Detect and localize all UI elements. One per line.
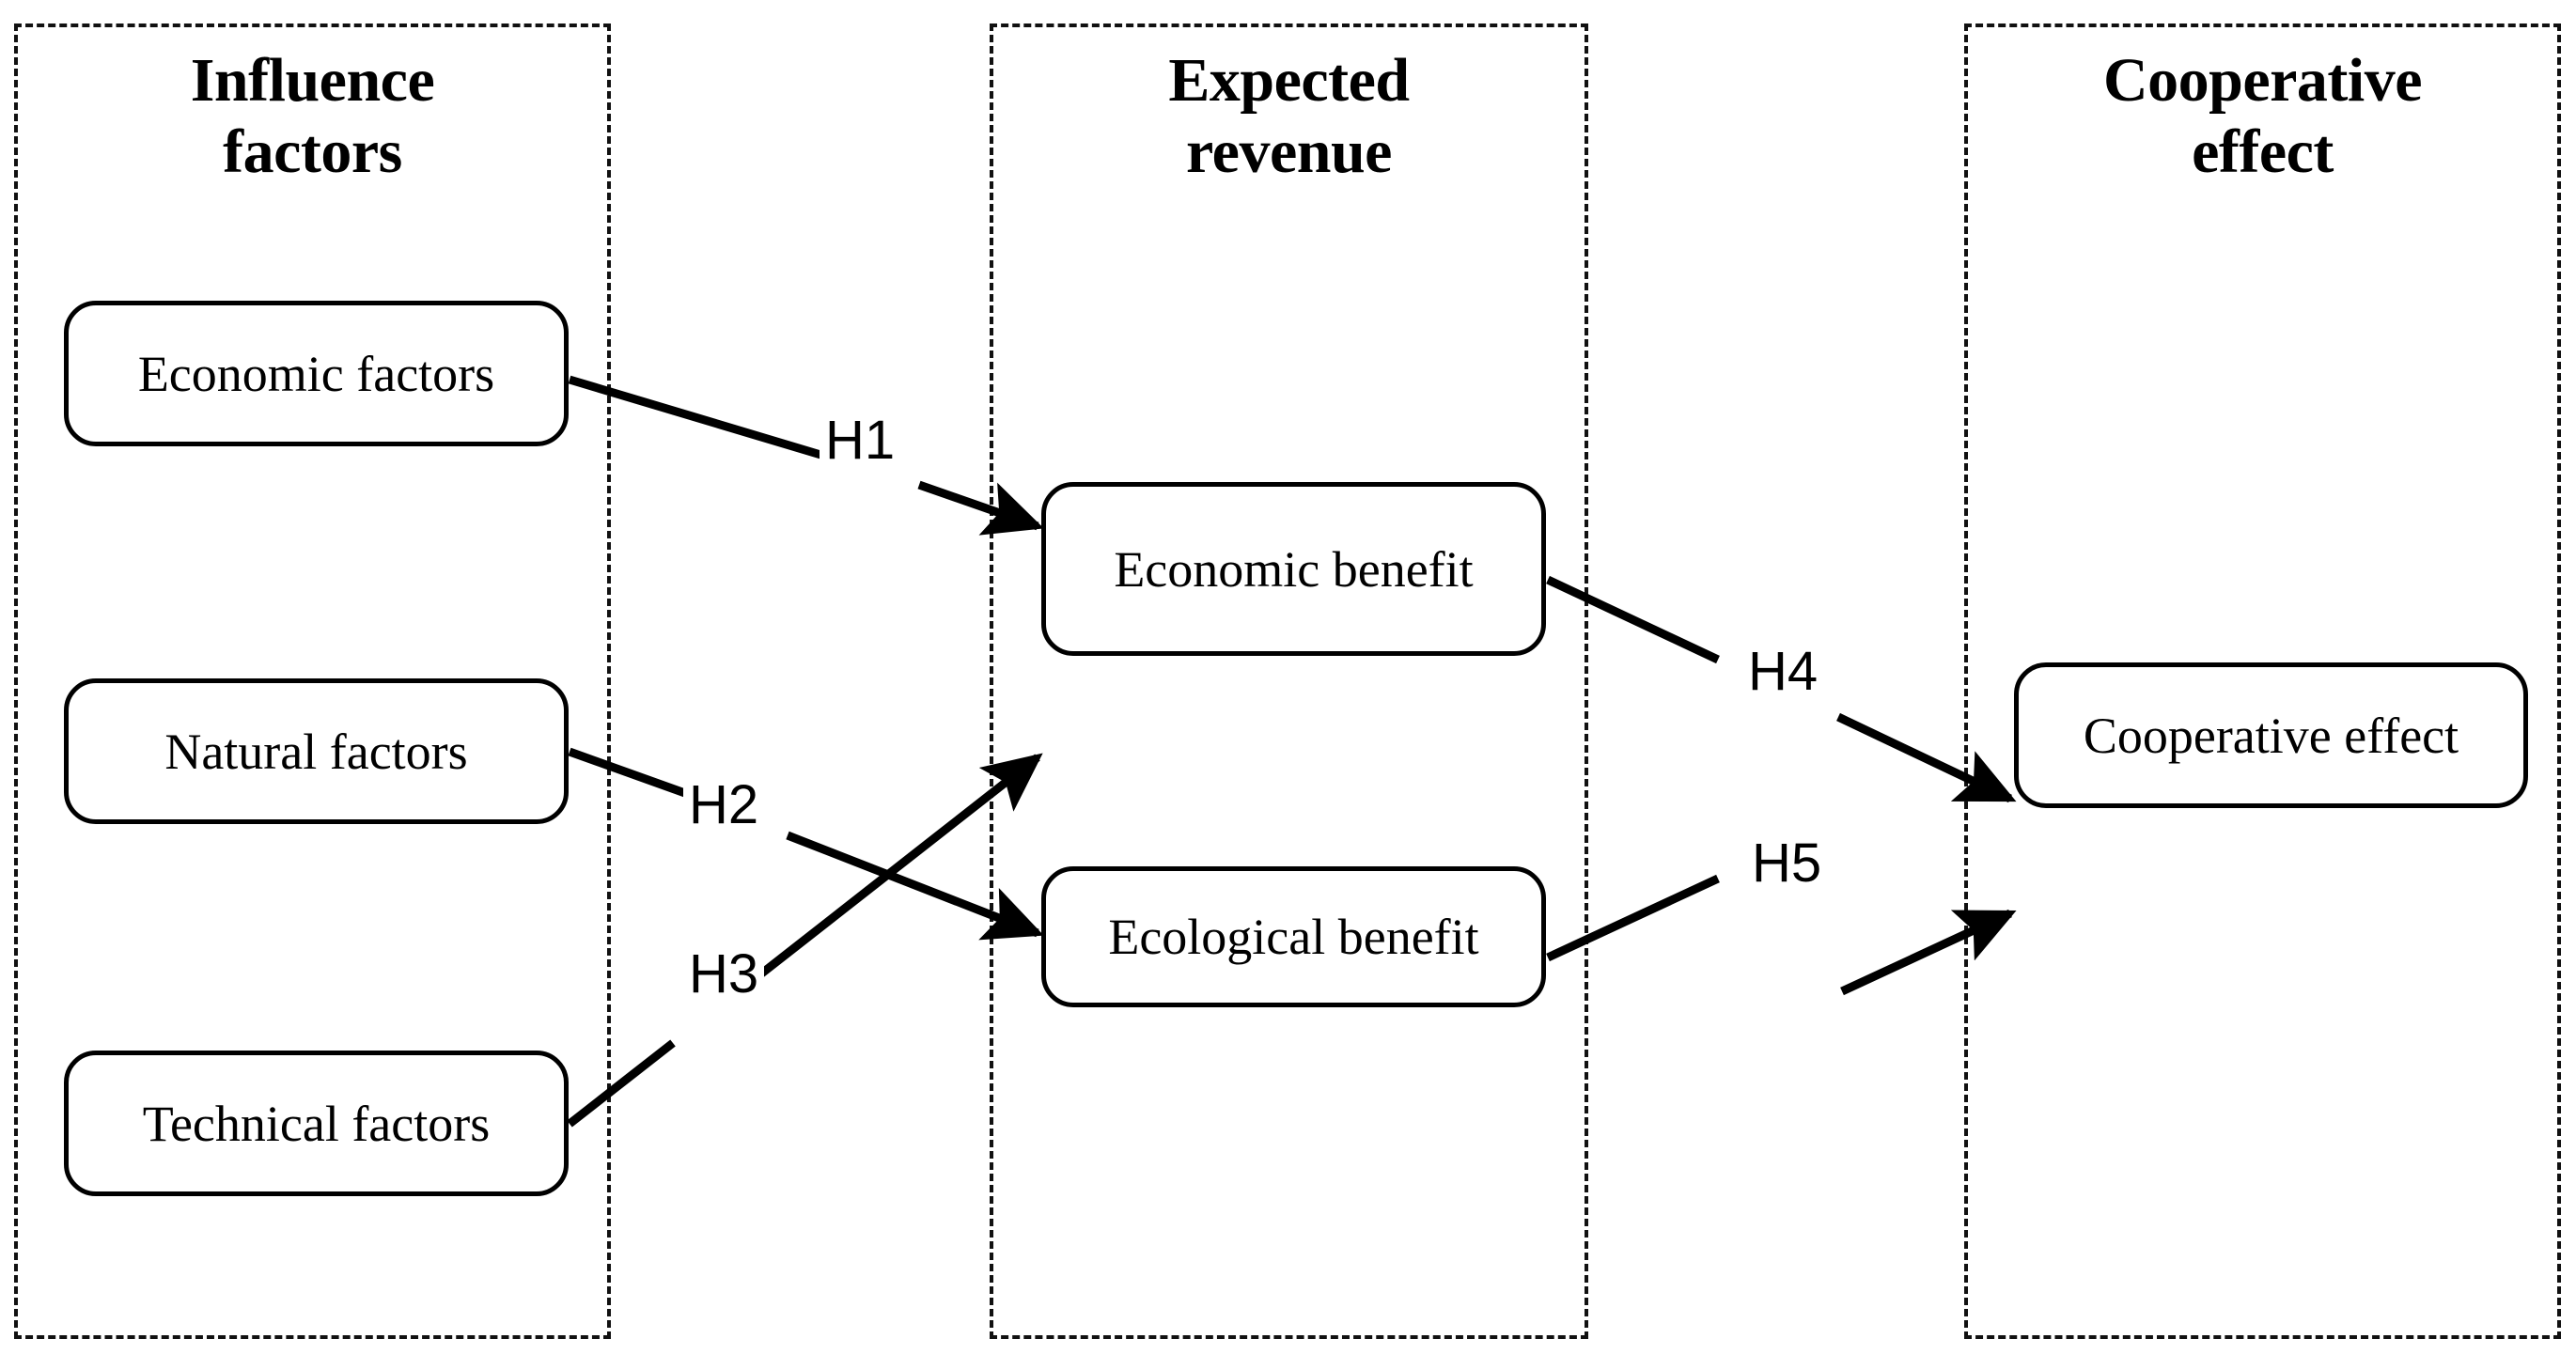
node-economic-benefit[interactable]: Economic benefit <box>1041 482 1546 656</box>
node-economic-factors[interactable]: Economic factors <box>64 301 569 446</box>
node-ecological-benefit[interactable]: Ecological benefit <box>1041 866 1546 1007</box>
panel-title-influence-factors: Influence factors <box>190 46 435 186</box>
edge-label-h5: H5 <box>1746 836 1828 891</box>
node-technical-factors[interactable]: Technical factors <box>64 1051 569 1196</box>
edge-h4 <box>1546 575 2017 803</box>
edge-label-h1: H1 <box>820 413 901 468</box>
edge-label-h2: H2 <box>683 778 765 833</box>
panel-expected-revenue <box>990 23 1588 1339</box>
panel-influence-factors <box>14 23 611 1339</box>
edge-h5 <box>1546 874 2017 996</box>
panel-cooperative-effect <box>1964 23 2561 1339</box>
edge-label-h3: H3 <box>683 947 765 1002</box>
node-cooperative-effect[interactable]: Cooperative effect <box>2014 662 2528 808</box>
edge-h3 <box>567 753 1043 1128</box>
edge-h2 <box>568 747 1044 941</box>
edge-label-h4: H4 <box>1742 645 1824 699</box>
panel-title-cooperative-effect: Cooperative effect <box>2102 46 2423 186</box>
edge-h1 <box>568 375 1044 536</box>
node-natural-factors[interactable]: Natural factors <box>64 678 569 824</box>
panel-title-expected-revenue: Expected revenue <box>1168 46 1410 186</box>
